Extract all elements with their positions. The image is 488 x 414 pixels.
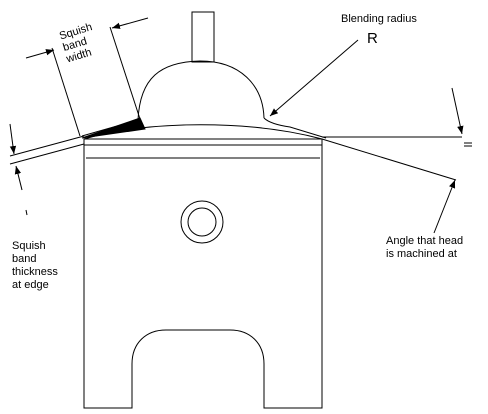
wrist-pin-inner: [187, 207, 217, 237]
squish-thickness-line-lower: [9, 143, 85, 165]
squish-band-thickness-label: Squish band thickness at edge: [12, 240, 58, 291]
head-angle-arrow-top: [451, 87, 464, 135]
squish-width-arrow-left: [25, 49, 55, 59]
blending-radius-leader: [269, 39, 359, 117]
squish-width-extension-right: [109, 26, 141, 120]
squish-thickness-arrow-top: [9, 123, 17, 155]
squish-width-extension-left: [51, 47, 81, 137]
piston-crown: [83, 124, 323, 140]
head-angle-label: Angle that head is machined at: [386, 235, 464, 260]
head-right-squish-face: [263, 117, 327, 139]
squish-width-arrow-right: [111, 17, 149, 29]
squish-thickness-arrow-bottom: [14, 165, 23, 191]
squish-band-wedge: [81, 117, 146, 139]
spark-plug-stem: [191, 11, 215, 63]
piston-body: [83, 138, 323, 409]
head-angle-arrow-bottom: [433, 179, 456, 234]
radius-symbol-label: R: [367, 30, 378, 47]
squish-thickness-tick: [25, 209, 28, 216]
squish-thickness-line-upper: [9, 135, 85, 157]
head-angle-machined-line: [321, 138, 457, 181]
blending-radius-label: Blending radius: [341, 13, 417, 25]
combustion-chamber-dome: [137, 60, 265, 121]
wrist-pin-outer: [180, 200, 224, 244]
